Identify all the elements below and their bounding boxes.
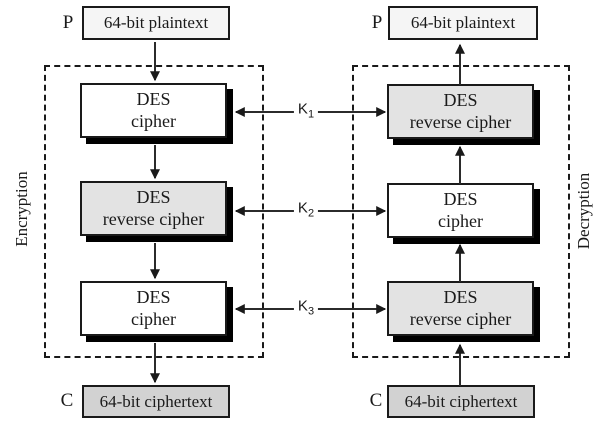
des-reverse-cipher-box-dec-1: DES reverse cipher xyxy=(387,84,534,139)
key-label-k3: K3 xyxy=(293,297,319,321)
key-subscript: 2 xyxy=(307,207,315,220)
p-label-encryption: P xyxy=(62,12,74,33)
stage-line2: reverse cipher xyxy=(409,308,512,329)
stage-line2: cipher xyxy=(131,308,176,329)
des-cipher-box-dec: DES cipher xyxy=(387,183,534,238)
ciphertext-box-encryption: 64-bit ciphertext xyxy=(82,385,230,418)
key-base: K xyxy=(297,297,308,315)
des-reverse-cipher-box-enc: DES reverse cipher xyxy=(80,181,227,236)
stage-line1: DES xyxy=(443,90,478,111)
stage-line1: DES xyxy=(136,287,171,308)
plaintext-box-encryption: 64-bit plaintext xyxy=(82,6,230,40)
p-label-decryption: P xyxy=(371,12,383,33)
c-label-encryption: C xyxy=(60,390,74,411)
key-label-k1: K1 xyxy=(293,100,319,124)
key-subscript: 1 xyxy=(307,108,315,121)
stage-line2: cipher xyxy=(131,110,176,131)
key-label-k2: K2 xyxy=(293,199,319,223)
plaintext-box-decryption: 64-bit plaintext xyxy=(388,6,538,40)
stage-line2: reverse cipher xyxy=(102,208,205,229)
key-base: K xyxy=(297,100,308,118)
des-cipher-box-enc-2: DES cipher xyxy=(80,281,227,336)
des-cipher-box-enc-1: DES cipher xyxy=(80,83,227,138)
stage-line1: DES xyxy=(136,187,171,208)
stage-line2: cipher xyxy=(438,210,483,231)
stage-line1: DES xyxy=(136,89,171,110)
key-subscript: 3 xyxy=(307,305,315,318)
des-reverse-cipher-box-dec-2: DES reverse cipher xyxy=(387,281,534,336)
stage-line2: reverse cipher xyxy=(409,111,512,132)
c-label-decryption: C xyxy=(369,390,383,411)
key-base: K xyxy=(297,199,308,217)
stage-line1: DES xyxy=(443,189,478,210)
stage-line1: DES xyxy=(443,287,478,308)
